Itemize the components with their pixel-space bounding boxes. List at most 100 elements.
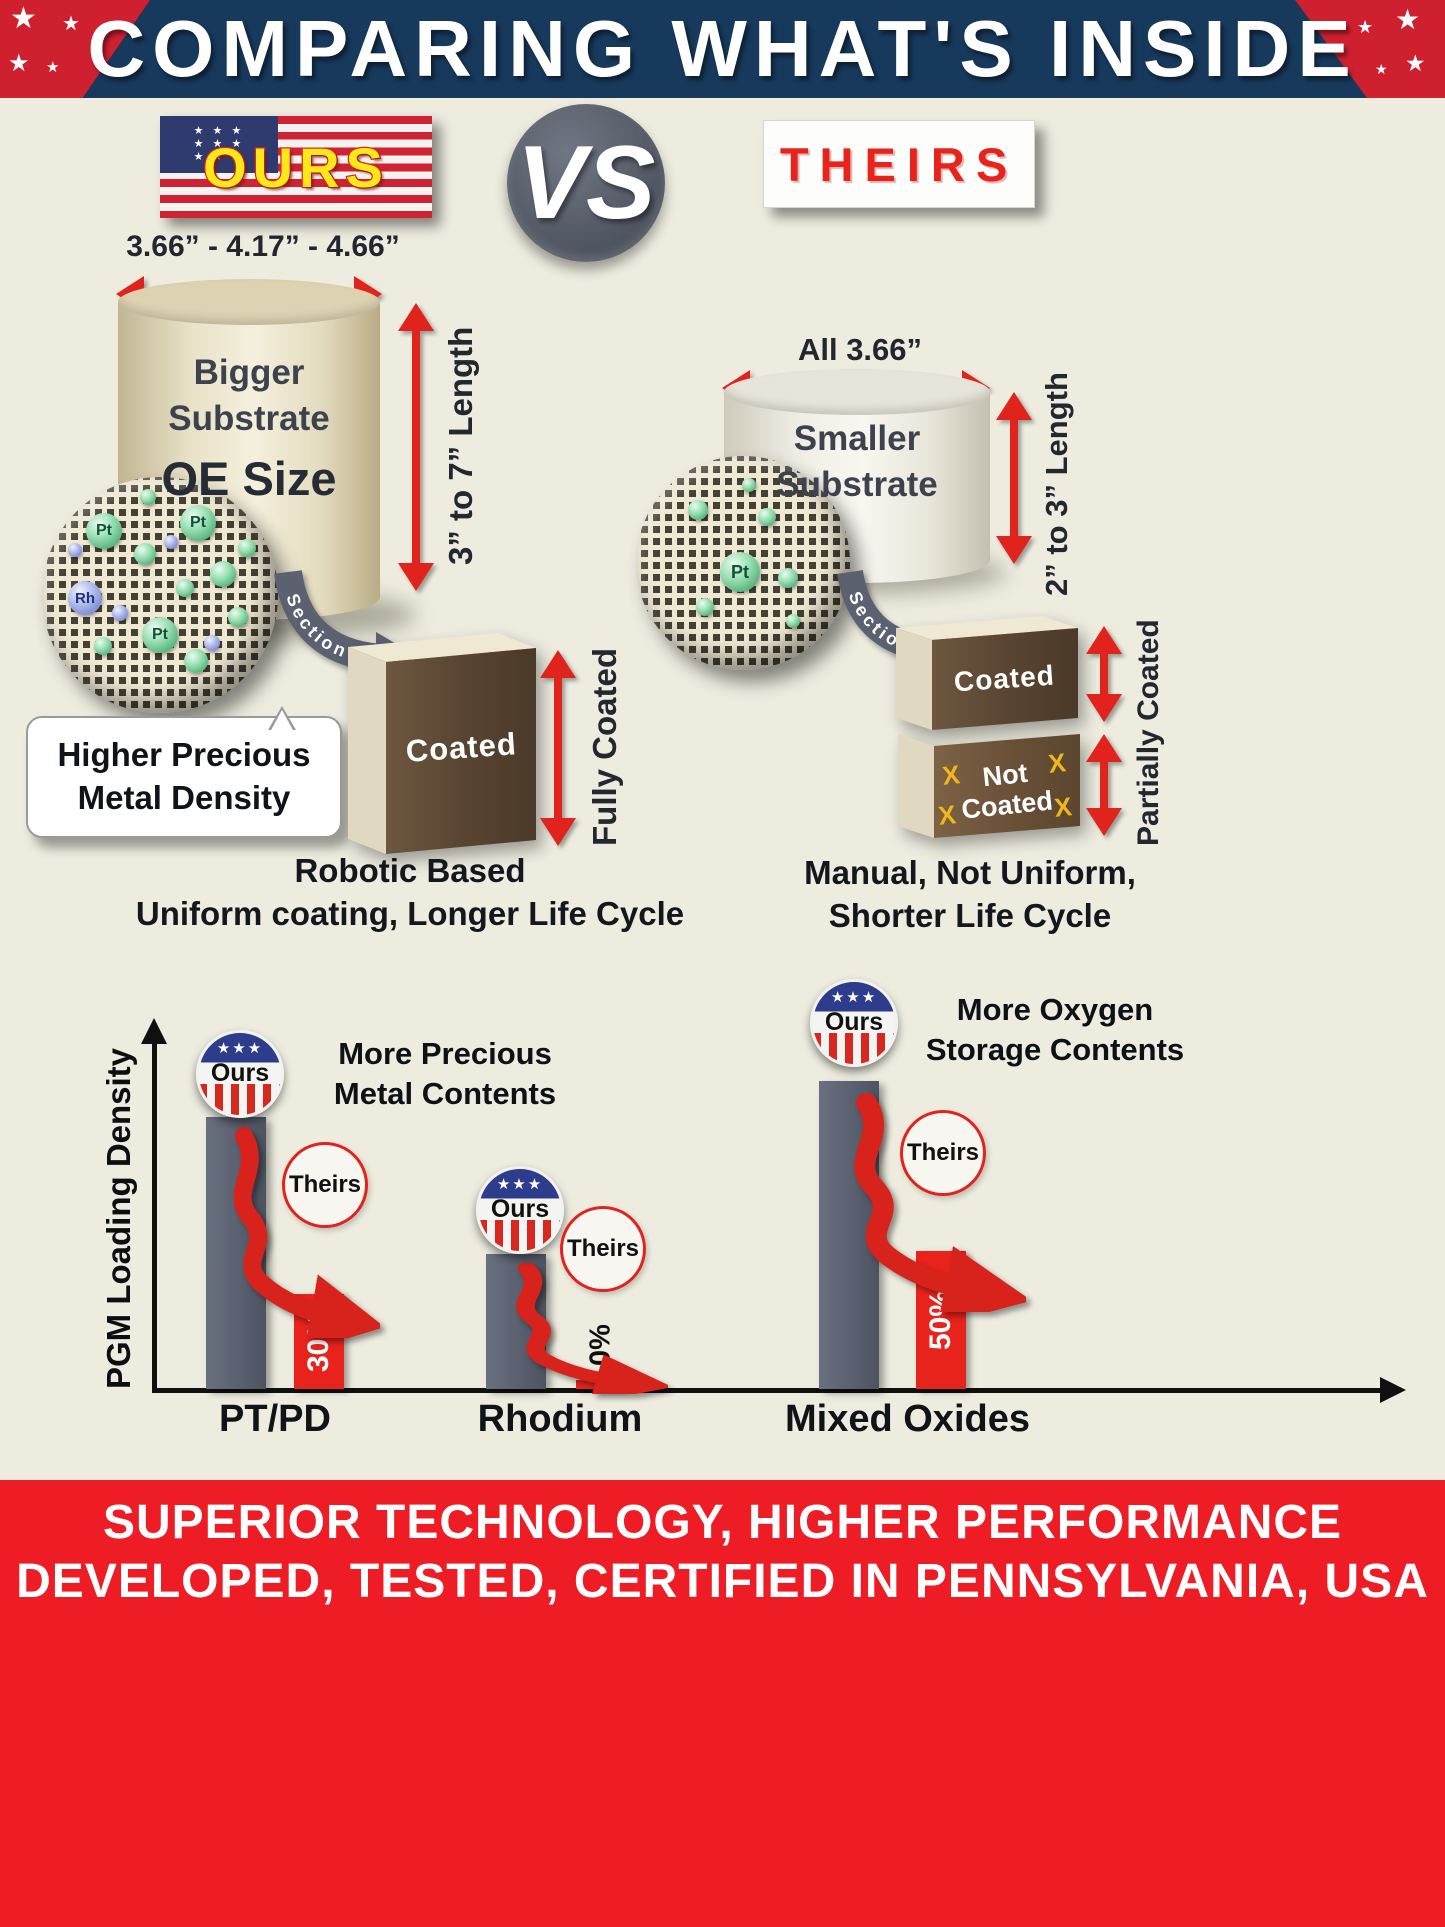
- theirs-badge-label: Theirs: [288, 1171, 362, 1198]
- rh-particle-small: [164, 535, 178, 549]
- star-icon: ★: [1405, 50, 1426, 76]
- pgm-particle: [696, 598, 714, 616]
- pt-particle: Pt: [180, 505, 216, 541]
- header-banner: ★ ★ ★ ★ COMPARING WHAT'S INSIDE ★ ★ ★ ★: [0, 0, 1445, 98]
- ours-substrate-text: Bigger: [193, 353, 305, 392]
- category-label-mixed-oxides: Mixed Oxides: [785, 1398, 1030, 1440]
- decline-arrow: [854, 1092, 1026, 1312]
- ours-length-label: 3” to 7” Length: [442, 326, 479, 566]
- pgm-particle: [184, 649, 208, 673]
- star-icon: ★: [1357, 17, 1374, 37]
- theirs-caption-line: Manual, Not Uniform,: [804, 854, 1136, 891]
- partially-coated-label: Partially Coated: [1132, 619, 1165, 847]
- star-icon: ★: [46, 59, 60, 76]
- annotation-line: More Precious: [338, 1036, 552, 1071]
- vs-circle: VS: [507, 104, 665, 262]
- star-icon: ★: [62, 13, 80, 35]
- pgm-particle: [758, 508, 776, 526]
- theirs-badge-label: Theirs: [566, 1235, 640, 1262]
- star-icon: ★: [1395, 4, 1421, 35]
- x-mark: X: [941, 759, 962, 791]
- chart-y-axis-label: PGM Loading Density: [100, 1047, 137, 1390]
- ours-caption-line: Robotic Based: [294, 852, 526, 889]
- ours-badge-label: Ours: [210, 1058, 270, 1087]
- x-mark: X: [937, 799, 958, 831]
- not-coated-label: Not: [981, 758, 1029, 793]
- annotation-line: Metal Contents: [333, 1076, 557, 1112]
- callout-text: Metal Density: [77, 778, 291, 816]
- theirs-badge-label: Theirs: [906, 1139, 980, 1166]
- chart-y-axis: [141, 1018, 167, 1389]
- theirs-length-label: 2” to 3” Length: [1039, 372, 1074, 597]
- pgm-particle: [238, 539, 256, 557]
- theirs-coated-block: Coated X X X X Not Coated: [896, 616, 1080, 838]
- ours-chart-badge: ★★★ Ours: [476, 1166, 564, 1254]
- ours-oe-size-text: OE Size: [161, 452, 337, 505]
- page-title: COMPARING WHAT'S INSIDE: [87, 4, 1358, 93]
- footer-line: DEVELOPED, TESTED, CERTIFIED IN PENNSYLV…: [16, 1554, 1429, 1608]
- star-row-icon: ★ ★ ★: [193, 151, 245, 163]
- pgm-particle: [778, 568, 798, 588]
- star-row-icon: ★ ★ ★: [193, 125, 245, 137]
- star-icon: ★: [10, 2, 37, 35]
- partially-coated-arrow-top: [1086, 626, 1122, 722]
- star-row-icon: ★ ★ ★: [193, 138, 245, 150]
- x-mark: X: [1053, 791, 1074, 823]
- vs-label: VS: [516, 124, 656, 241]
- ours-caption: Robotic Based Uniform coating, Longer Li…: [110, 850, 710, 936]
- theirs-length-arrow: [996, 392, 1032, 564]
- chart-annotation-precious: More Precious Metal Contents: [300, 1034, 590, 1115]
- theirs-substrate-closeup: Pt: [636, 456, 850, 670]
- ours-badge-label: Ours: [490, 1194, 550, 1223]
- annotation-line: Storage Contents: [925, 1032, 1185, 1068]
- ours-badge-label: Ours: [824, 1007, 884, 1036]
- pgm-particle: [176, 579, 194, 597]
- theirs-label: THEIRS: [779, 137, 1019, 191]
- ours-substrate-closeup: Pt Pt Rh Pt: [42, 477, 278, 713]
- theirs-diameter-label: All 3.66”: [797, 332, 923, 367]
- ours-length-arrow: [398, 303, 434, 591]
- ours-flag-badge: ★ ★ ★ ★ ★ ★ ★ ★ ★ OURS: [160, 116, 432, 218]
- theirs-caption-line: Shorter Life Cycle: [828, 896, 1112, 934]
- stars-icon: ★★★: [830, 989, 878, 1006]
- theirs-substrate-text: Smaller: [793, 419, 921, 458]
- rh-particle: Rh: [68, 581, 102, 615]
- coated-label: Coated: [405, 726, 518, 769]
- pgm-particle: [688, 500, 708, 520]
- flag-canton: ★ ★ ★ ★ ★ ★ ★ ★ ★: [160, 116, 278, 173]
- ours-coated-block: Coated: [348, 633, 536, 854]
- pgm-particle: [228, 607, 248, 627]
- stars-icon: ★★★: [216, 1040, 264, 1057]
- footer-line: SUPERIOR TECHNOLOGY, HIGHER PERFORMANCE: [102, 1496, 1343, 1549]
- pgm-particle: [94, 637, 112, 655]
- theirs-substrate-text: Substrate: [776, 464, 938, 504]
- rh-particle-small: [68, 543, 82, 557]
- chart-annotation-oxygen: More Oxygen Storage Contents: [905, 990, 1205, 1071]
- category-label-ptpd: PT/PD: [219, 1398, 331, 1440]
- pgm-particle: [742, 478, 756, 492]
- ours-diameter-label: 3.66” - 4.17” - 4.66”: [126, 230, 400, 263]
- theirs-badge: THEIRS: [763, 120, 1035, 208]
- pt-particle: Pt: [720, 552, 760, 592]
- pt-particle: Pt: [86, 513, 122, 549]
- annotation-line: More Oxygen: [956, 992, 1154, 1027]
- coated-label: Coated: [953, 660, 1056, 698]
- ours-caption-line: Uniform coating, Longer Life Cycle: [135, 894, 685, 932]
- callout-text: Higher Precious: [57, 736, 311, 773]
- theirs-chart-badge: Theirs: [282, 1142, 368, 1228]
- pgm-particle: [786, 614, 800, 628]
- category-label-rhodium: Rhodium: [477, 1398, 643, 1440]
- theirs-chart-badge: Theirs: [900, 1110, 986, 1196]
- fully-coated-arrow: [540, 650, 576, 846]
- fully-coated-label: Fully Coated: [586, 647, 623, 847]
- theirs-caption: Manual, Not Uniform, Shorter Life Cycle: [710, 852, 1230, 938]
- pgm-particle: [140, 489, 156, 505]
- ours-substrate-text: Substrate: [168, 398, 330, 438]
- pgm-particle: [210, 561, 236, 587]
- partially-coated-arrow-bottom: [1086, 734, 1122, 836]
- pgm-particle: [134, 543, 156, 565]
- pt-particle: Pt: [142, 617, 178, 653]
- rh-particle-small: [112, 605, 128, 621]
- footer-banner: SUPERIOR TECHNOLOGY, HIGHER PERFORMANCE …: [0, 1480, 1445, 1927]
